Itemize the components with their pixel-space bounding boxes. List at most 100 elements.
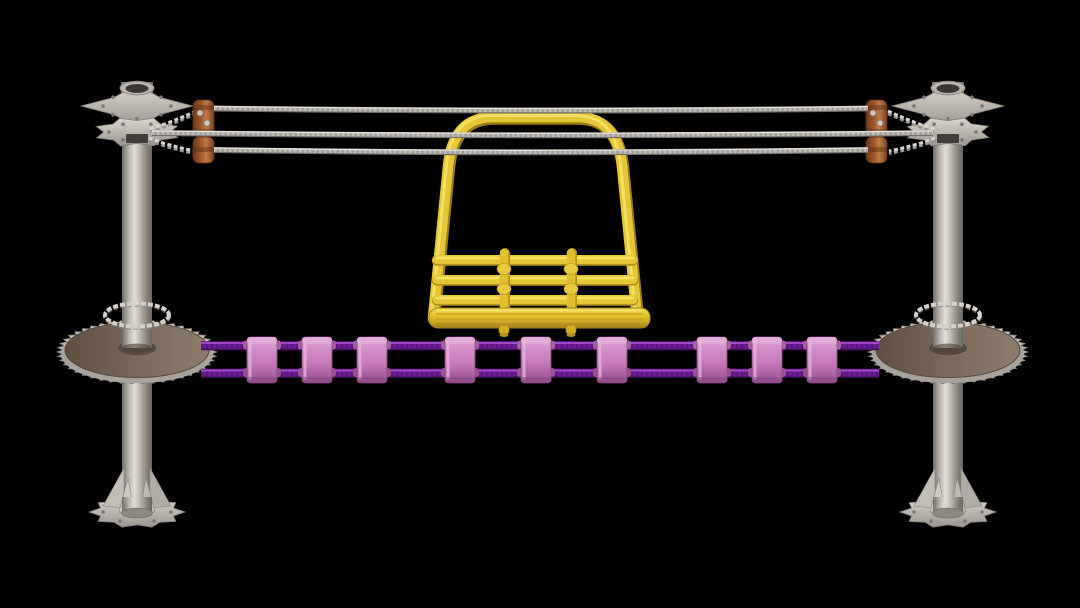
right-pole-through [933,252,963,348]
right-pole-badge [937,134,959,143]
bolt-hole [101,510,105,514]
stepping-block [748,336,786,384]
bolt-hole [922,95,926,99]
bolt-hole [929,519,933,523]
block-bottom-shade [357,377,387,383]
bolt-hole [974,130,978,134]
bolt-hole [963,519,967,523]
right-pole-foot-shadow [933,343,963,353]
block-top-bevel [752,337,782,344]
bolt-hole [159,113,163,117]
bolt-hole [922,113,926,117]
bolt-hole [121,138,125,142]
left-pole-badge [126,134,148,143]
clamp-bolt [196,109,204,117]
tension-chains [148,109,936,156]
steel-cable [213,147,869,156]
left-pole-top-hole [125,84,149,93]
stepping-block [441,336,479,384]
bolt-hole [970,95,974,99]
bolt-hole [107,130,111,134]
right-pole-foot-cap [932,507,964,519]
block-top-bevel [597,337,627,344]
stepping-block [298,336,336,384]
bolt-hole [152,519,156,523]
block-bottom-shade [752,377,782,383]
chain-strand [888,139,936,156]
block-highlight [598,339,602,380]
block-bottom-shade [302,377,332,383]
left-base-gusset [149,467,172,509]
bolt-hole [912,510,916,514]
block-highlight [698,339,702,380]
block-highlight [303,339,307,380]
bolt-hole [135,116,139,121]
left-platform [55,252,219,385]
stepping-block [593,336,631,384]
seat-frame-back-rails [431,255,639,306]
bolt-hole [946,116,950,121]
right-grab-ring [914,301,982,329]
right-base-gusset [960,467,983,509]
left-pole-foot-shadow [122,343,152,353]
block-bottom-shade [247,377,277,383]
seat-frame-spindles [496,248,579,317]
clamp-bolt [876,119,884,127]
block-top-bevel [445,337,475,344]
stepping-block [243,336,281,384]
bolt-hole [169,104,173,108]
steel-cables [151,105,934,156]
block-bottom-shade [807,377,837,383]
bolt-hole [960,138,964,142]
bolt-hole [101,104,105,108]
block-highlight [248,339,252,380]
bolt-hole [118,519,122,523]
clamp-cable-groove [193,147,214,152]
bolt-hole [169,510,173,514]
bolt-hole [121,122,125,126]
stepping-blocks [243,336,841,384]
spindle-bulge [496,263,512,275]
right-collar-flange [906,117,990,147]
bolt-hole [980,104,984,108]
steel-cable [213,105,869,114]
left-base-gusset [102,467,125,509]
seat-frame [427,111,651,337]
stepping-block [353,336,391,384]
clamp-cable-groove [193,105,214,110]
block-top-bevel [807,337,837,344]
block-top-bevel [357,337,387,344]
rope-bridge [201,336,879,384]
block-highlight [522,339,526,380]
clamp-cable-groove [866,105,887,110]
block-top-bevel [247,337,277,344]
left-pole-through [122,252,152,348]
stepping-block [517,336,555,384]
stepping-block [693,336,731,384]
bolt-hole [980,510,984,514]
right-pole-top-hole [936,84,960,93]
block-bottom-shade [597,377,627,383]
block-highlight [358,339,362,380]
clamp-cable-groove [866,147,887,152]
seat-frame-seat-bar [428,307,651,329]
seat-frame-pegs [498,324,577,337]
chain-strand [148,139,196,156]
spindle-bulge [563,263,579,275]
bolt-hole [912,104,916,108]
block-top-bevel [521,337,551,344]
bolt-hole [149,122,153,126]
left-grab-ring [103,301,171,329]
bolt-hole [932,122,936,126]
bolt-hole [960,122,964,126]
block-highlight [753,339,757,380]
right-base [898,467,998,528]
block-top-bevel [302,337,332,344]
right-platform [866,252,1030,385]
bolt-hole [159,95,163,99]
block-bottom-shade [521,377,551,383]
chain-strand [888,136,936,153]
block-bottom-shade [697,377,727,383]
